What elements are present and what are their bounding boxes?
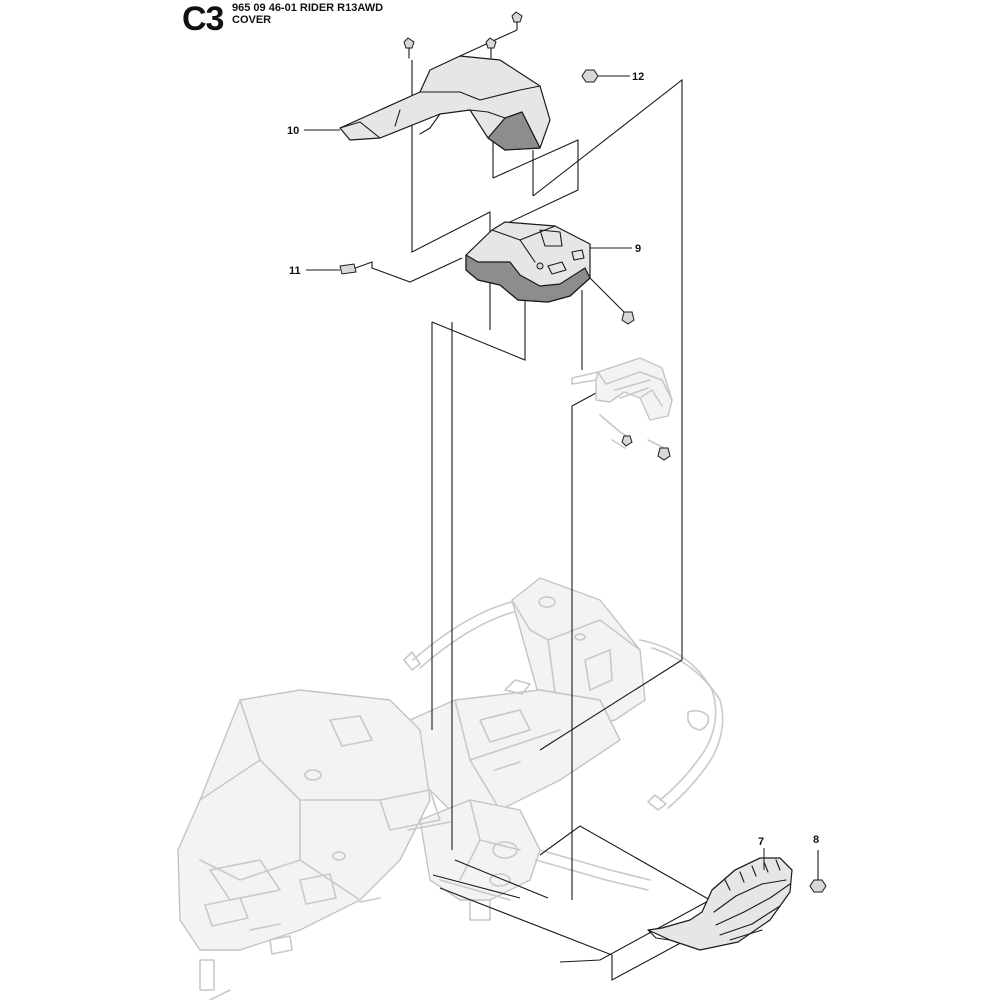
clip-11-icon xyxy=(339,263,357,275)
callout-9-label: 9 xyxy=(635,243,641,255)
callout-10-label: 10 xyxy=(287,125,299,137)
callout-11-label: 11 xyxy=(289,265,301,277)
screw-10a-icon xyxy=(459,11,523,57)
screw-8-icon xyxy=(809,850,827,893)
section-name: COVER xyxy=(232,14,272,26)
part-7-pedal-cover xyxy=(647,857,793,951)
shift-bracket xyxy=(571,357,673,451)
callout-8-label: 8 xyxy=(813,834,819,846)
screw-9-icon xyxy=(589,277,635,325)
callout-12-label: 12 xyxy=(632,71,644,83)
screw-10c-icon xyxy=(485,37,497,59)
bolt-bracket-icon xyxy=(621,435,671,461)
section-title: 965 09 46-01 RIDER R13AWD COVER xyxy=(232,2,383,26)
callout-12: 12 xyxy=(598,71,644,83)
part-10-upper-cover xyxy=(339,55,551,151)
callout-11: 11 xyxy=(289,265,340,277)
nut-12-icon xyxy=(581,69,599,83)
fasteners xyxy=(339,11,827,893)
model-line: 965 09 46-01 RIDER R13AWD xyxy=(232,2,384,14)
chassis-frame-ghost xyxy=(177,577,724,1000)
explosion-lines xyxy=(349,60,761,981)
callout-7-label: 7 xyxy=(758,836,764,848)
callout-7: 7 xyxy=(758,836,765,870)
part-9-console-cover xyxy=(465,221,591,303)
callout-10: 10 xyxy=(287,125,340,137)
callout-9: 9 xyxy=(590,243,641,255)
screw-10b-icon xyxy=(403,37,415,59)
callout-8: 8 xyxy=(813,834,819,846)
section-code: C3 xyxy=(182,0,224,38)
